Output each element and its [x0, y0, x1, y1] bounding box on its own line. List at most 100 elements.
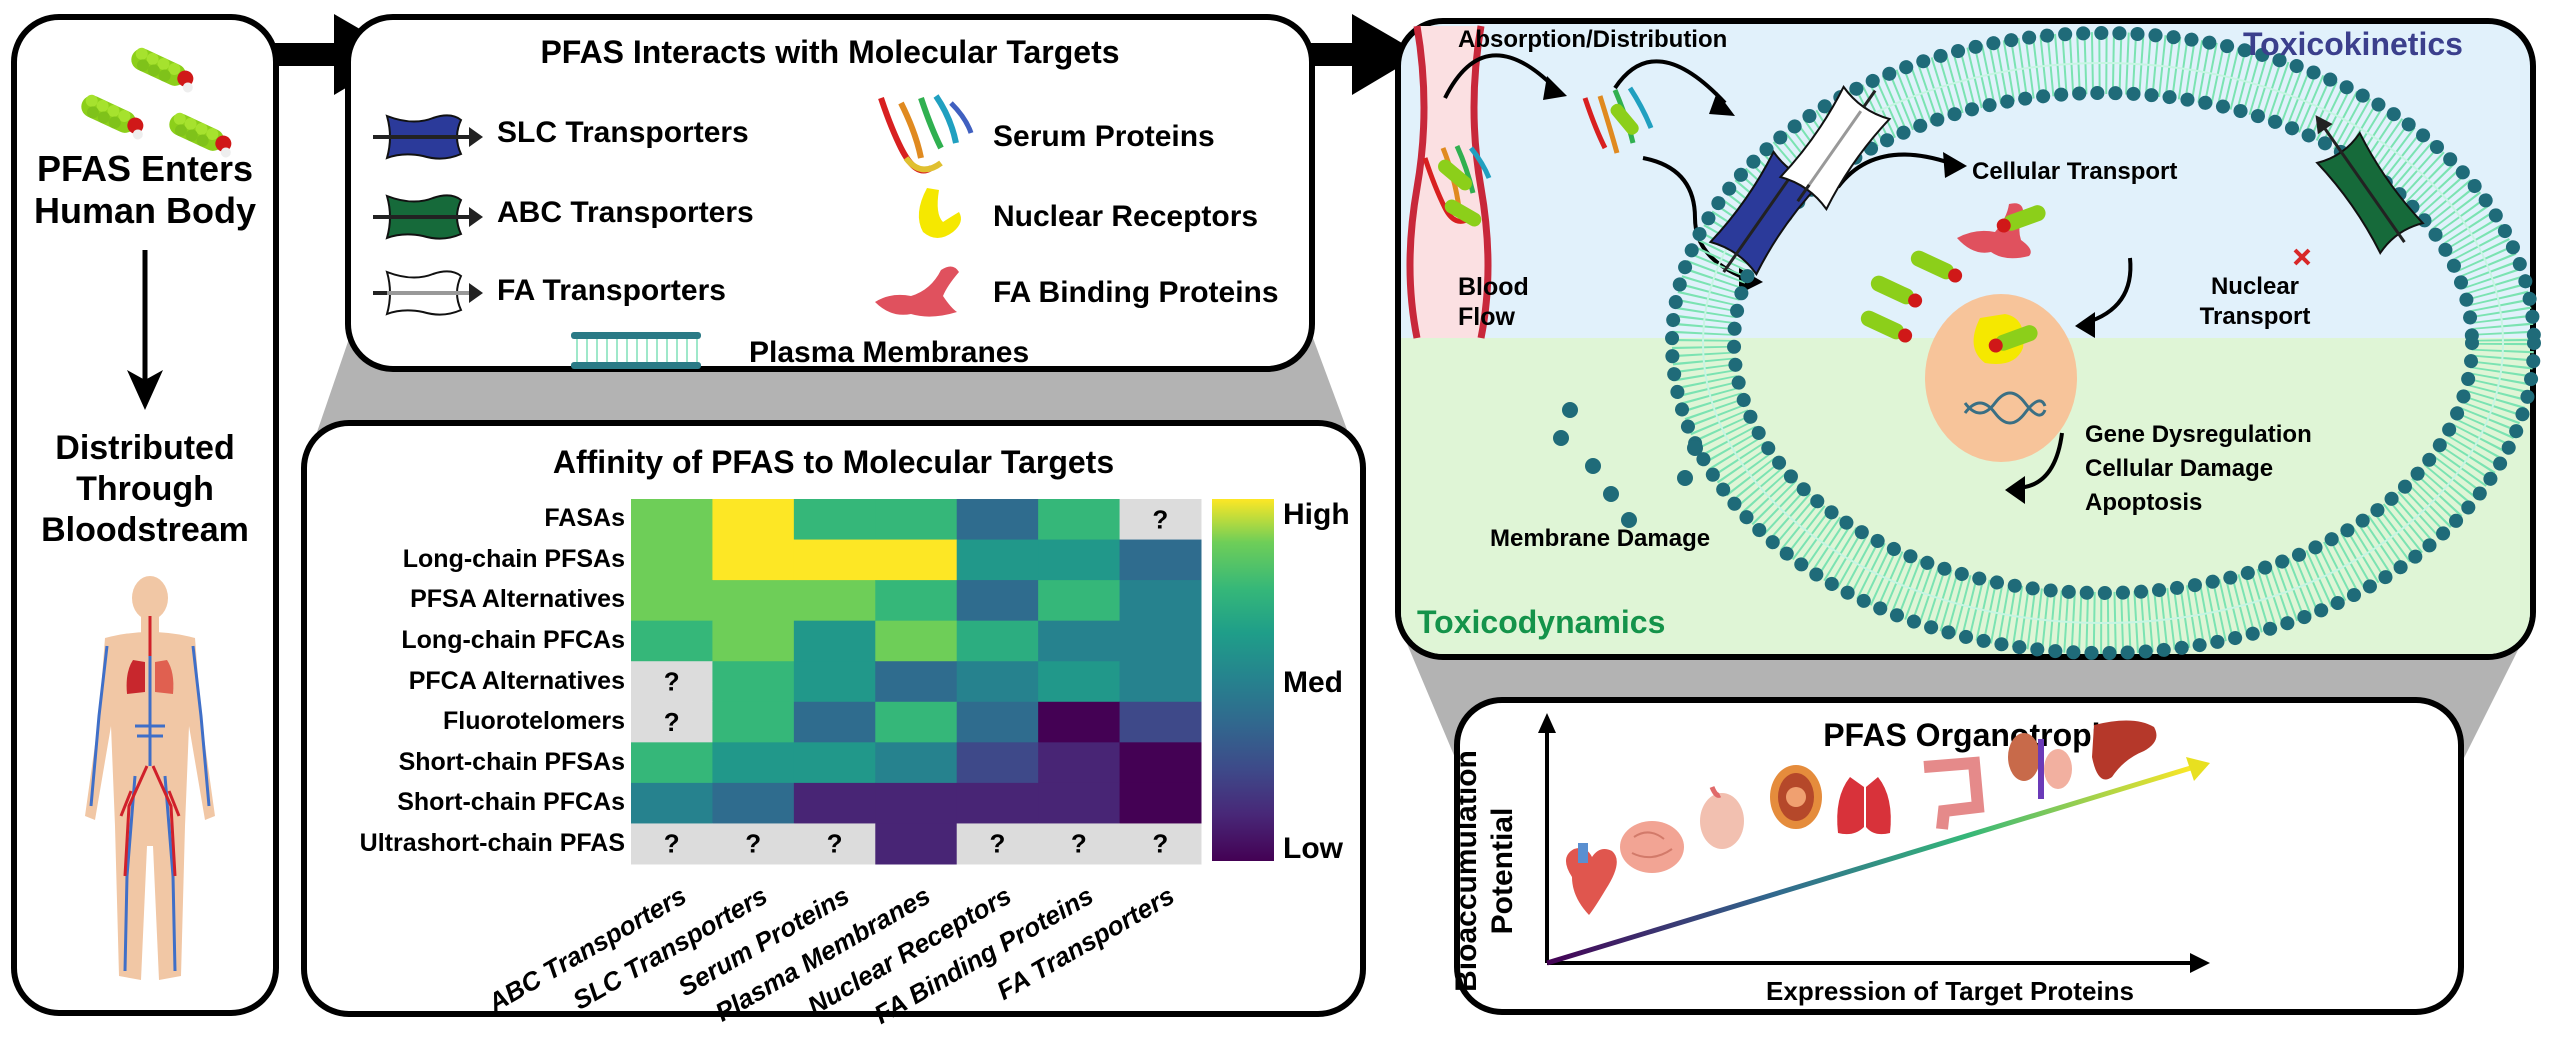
heatmap-cell [875, 701, 958, 743]
membrane-damage-label: Membrane Damage [1490, 525, 1711, 552]
placenta-icon [1770, 765, 1822, 829]
fa-binding-protein-icon [875, 266, 959, 317]
heatmap-cell [631, 661, 713, 703]
heatmap-cell [793, 701, 876, 743]
heatmap-cell [956, 823, 1039, 865]
heatmap-cell [875, 742, 958, 784]
heatmap-grid: ????????? [631, 499, 1202, 865]
colorbar-high-label: High [1283, 498, 1350, 531]
heatmap-row-label: Short-chain PFCAs [397, 788, 625, 817]
distribution-line2: Through [76, 470, 214, 508]
heatmap-cell [875, 782, 958, 824]
blood-flow-label: Blood Flow [1458, 272, 1529, 332]
heatmap-colorbar [1212, 499, 1274, 861]
heatmap-cell [793, 742, 876, 784]
heatmap-cell [1119, 499, 1202, 541]
heatmap-cell [712, 580, 795, 622]
heatmap-cell [712, 701, 795, 743]
heatmap-cell [875, 661, 958, 703]
nuclear-transport-line1: Nuclear [2210, 273, 2300, 300]
serum-protein-icon [878, 94, 974, 174]
colorbar-low-label: Low [1283, 832, 1343, 865]
fa-binding-protein-bound-icon [1957, 203, 2046, 259]
heatmap-cell [875, 539, 958, 581]
intestine-icon [1923, 756, 1985, 830]
absorption-distribution-label: Absorption/Distribution [1458, 26, 1728, 53]
organotropism-x-axis-label: Expression of Target Proteins [1766, 976, 2134, 1006]
heatmap-cell [956, 782, 1039, 824]
heatmap-row-label: FASAs [544, 504, 625, 533]
molecular-targets-panel: PFAS Interacts with Molecular Targets SL… [345, 14, 1315, 372]
serum-protein-carrier-icon [1582, 86, 1654, 154]
heatmap-row-label: Short-chain PFSAs [398, 747, 625, 776]
heatmap-cell [793, 823, 876, 865]
heatmap-cell [1038, 782, 1121, 824]
heatmap-cell [1119, 782, 1202, 824]
heatmap-cell [712, 661, 795, 703]
abc-transporters-label: ABC Transporters [497, 196, 754, 229]
heatmap-cell [1038, 701, 1121, 743]
distribution-title: Distributed Through Bloodstream [17, 428, 273, 551]
cell-membrane-icon [1665, 26, 2541, 660]
heatmap-cell [1038, 620, 1121, 662]
heatmap-cell [631, 620, 713, 662]
heatmap-cell [793, 620, 876, 662]
heatmap-cell [631, 823, 713, 865]
targets-title: PFAS Interacts with Molecular Targets [540, 34, 1120, 70]
pfas-molecule-icon [81, 47, 232, 158]
slc-transporters-label: SLC Transporters [497, 116, 749, 149]
flow-arrow-2 [1272, 14, 1421, 95]
heatmap-cell [631, 499, 713, 541]
heatmap-cell [956, 539, 1039, 581]
distribution-line1: Distributed [55, 429, 235, 467]
unknown-value-marker: ? [989, 829, 1005, 859]
down-arrow-icon [127, 250, 163, 410]
cellular-damage-label: Cellular Damage [2085, 455, 2274, 482]
left-panel-exposure: PFAS Enters Human Body Distributed Throu… [11, 14, 279, 1016]
fa-binding-proteins-label: FA Binding Proteins [993, 276, 1279, 309]
exposure-title-line2: Human Body [33, 190, 256, 231]
heatmap-cell [1119, 580, 1202, 622]
blood-flow-line1: Blood [1458, 273, 1529, 301]
pfas-molecules-intracellular-icon [1860, 250, 1963, 343]
heatmap-cell [631, 539, 713, 581]
blood-flow-line2: Flow [1458, 303, 1515, 331]
heatmap-cell [1038, 742, 1121, 784]
membrane-damage-lipids-icon [1553, 402, 1703, 528]
human-circulatory-system-icon [85, 576, 215, 980]
cellular-transport-label: Cellular Transport [1972, 158, 2178, 185]
heatmap-cell [793, 782, 876, 824]
fa-transporter-icon [373, 270, 483, 316]
heatmap-cell [956, 661, 1039, 703]
heatmap-cell [956, 742, 1039, 784]
cell-diagram [1406, 25, 2541, 660]
heatmap-row-label: Long-chain PFCAs [401, 625, 625, 654]
kidney-icon [2008, 733, 2072, 799]
heatmap-cell [1119, 823, 1202, 865]
exposure-title: PFAS Enters Human Body [17, 148, 273, 232]
plasma-membranes-label: Plasma Membranes [749, 336, 1030, 369]
heatmap-cell [956, 499, 1039, 541]
heatmap-cell [956, 701, 1039, 743]
y-axis-arrowhead [1538, 713, 1556, 733]
heatmap-cell [956, 620, 1039, 662]
unknown-value-marker: ? [1152, 829, 1168, 859]
nuclear-receptors-label: Nuclear Receptors [993, 200, 1259, 233]
heart-icon [1565, 843, 1617, 915]
unknown-value-marker: ? [1152, 504, 1168, 534]
heatmap-cell [712, 539, 795, 581]
heatmap-cell [631, 701, 713, 743]
abc-transporter-membrane-icon [2315, 115, 2425, 255]
heatmap-cell [875, 620, 958, 662]
heatmap-cell [793, 661, 876, 703]
heatmap-row-label: Fluorotelomers [443, 707, 625, 736]
unknown-value-marker: ? [745, 829, 761, 859]
heatmap-cell [712, 620, 795, 662]
heatmap-cell [1038, 499, 1121, 541]
abc-transporter-icon [373, 194, 483, 240]
heatmap-row-label: Ultrashort-chain PFAS [359, 828, 625, 857]
heatmap-cell [1119, 539, 1202, 581]
heatmap-title: Affinity of PFAS to Molecular Targets [552, 444, 1115, 480]
heatmap-cell [631, 782, 713, 824]
